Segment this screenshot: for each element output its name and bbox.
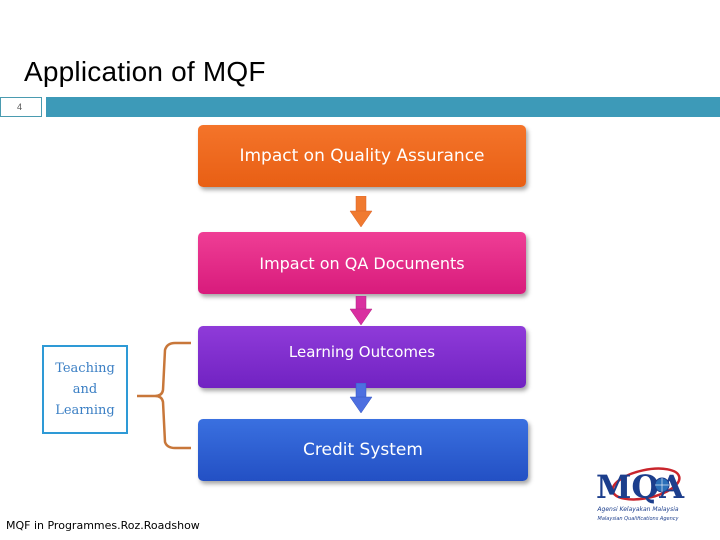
logo-caption-ms: Agensi Kelayakan Malaysia bbox=[596, 506, 678, 513]
slide-number-box: 4 bbox=[0, 97, 42, 117]
flow-step-learning-outcomes: Learning Outcomes bbox=[198, 326, 526, 388]
flow-step-qa-documents: Impact on QA Documents bbox=[198, 232, 526, 294]
down-arrow-icon bbox=[349, 296, 373, 326]
note-line-2: and bbox=[72, 382, 98, 397]
bracket-connector bbox=[137, 341, 191, 450]
flow-step-quality-assurance: Impact on Quality Assurance bbox=[198, 125, 526, 187]
header-accent-bar bbox=[46, 97, 720, 117]
down-arrow-icon bbox=[349, 383, 373, 414]
teaching-learning-note: Teaching and Learning bbox=[42, 345, 128, 434]
svg-text:MQA: MQA bbox=[596, 468, 685, 506]
logo-caption-en: Malaysian Qualifications Agency bbox=[598, 516, 680, 522]
mqa-logo: MQA Agensi Kelayakan Malaysia Malaysian … bbox=[596, 467, 685, 522]
note-line-1: Teaching bbox=[55, 361, 115, 376]
note-line-3: Learning bbox=[55, 403, 115, 418]
flow-step-credit-system: Credit System bbox=[198, 419, 528, 481]
slide-footer: MQF in Programmes.Roz.Roadshow bbox=[6, 519, 200, 532]
slide-number: 4 bbox=[17, 102, 23, 112]
slide-title: Application of MQF bbox=[24, 56, 266, 87]
down-arrow-icon bbox=[349, 196, 373, 228]
